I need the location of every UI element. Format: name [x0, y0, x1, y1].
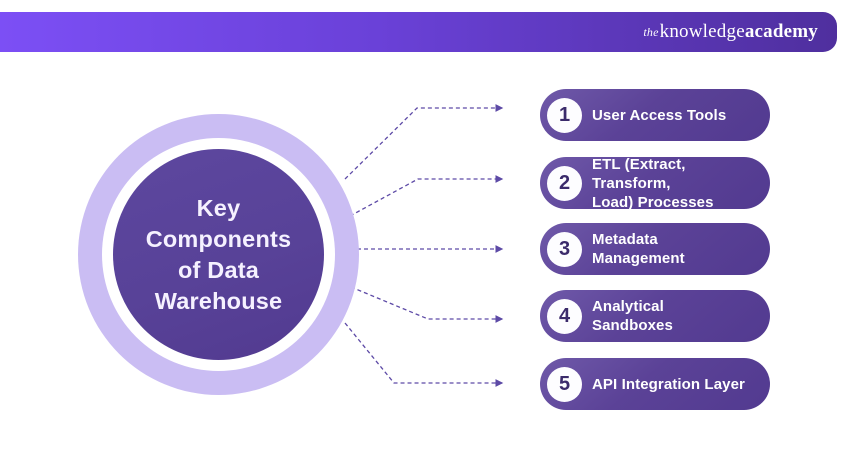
center-title-line: of Data [177, 256, 260, 283]
item-label: API Integration Layer [592, 375, 745, 393]
item-pill-5: 5 API Integration Layer [540, 358, 770, 410]
center-circle-outer-ring: Key Components of Data Warehouse [78, 114, 359, 395]
item-number-badge: 2 [547, 165, 582, 201]
item-number-badge: 1 [547, 97, 582, 133]
connector-arrow-2 [349, 175, 504, 217]
center-title: Key Components of Data Warehouse [146, 193, 292, 317]
item-pill-3: 3 Metadata Management [540, 223, 770, 275]
item-pill-4: 4 Analytical Sandboxes [540, 290, 770, 342]
logo-text-academy: academy [744, 21, 818, 42]
item-label: Metadata Management [592, 231, 685, 267]
center-circle: Key Components of Data Warehouse [113, 149, 324, 360]
item-label: User Access Tools [592, 106, 727, 124]
center-title-line: Key [196, 194, 241, 221]
item-number-badge: 4 [547, 298, 582, 334]
item-pill-2: 2 ETL (Extract, Transform, Load) Process… [540, 155, 770, 211]
center-title-line: Components [145, 225, 292, 252]
item-label: ETL (Extract, Transform, Load) Processes [592, 155, 714, 211]
logo-text-knowledge: knowledge [659, 21, 745, 42]
logo-text-the: the [643, 24, 659, 39]
item-pill-1: 1 User Access Tools [540, 89, 770, 141]
item-number-badge: 5 [547, 366, 582, 402]
center-title-line: Warehouse [154, 287, 283, 314]
item-label: Analytical Sandboxes [592, 298, 673, 334]
connector-arrow-5 [344, 322, 504, 387]
connector-arrow-1 [344, 104, 504, 180]
item-number-badge: 3 [547, 231, 582, 267]
connector-arrow-4 [350, 286, 504, 323]
